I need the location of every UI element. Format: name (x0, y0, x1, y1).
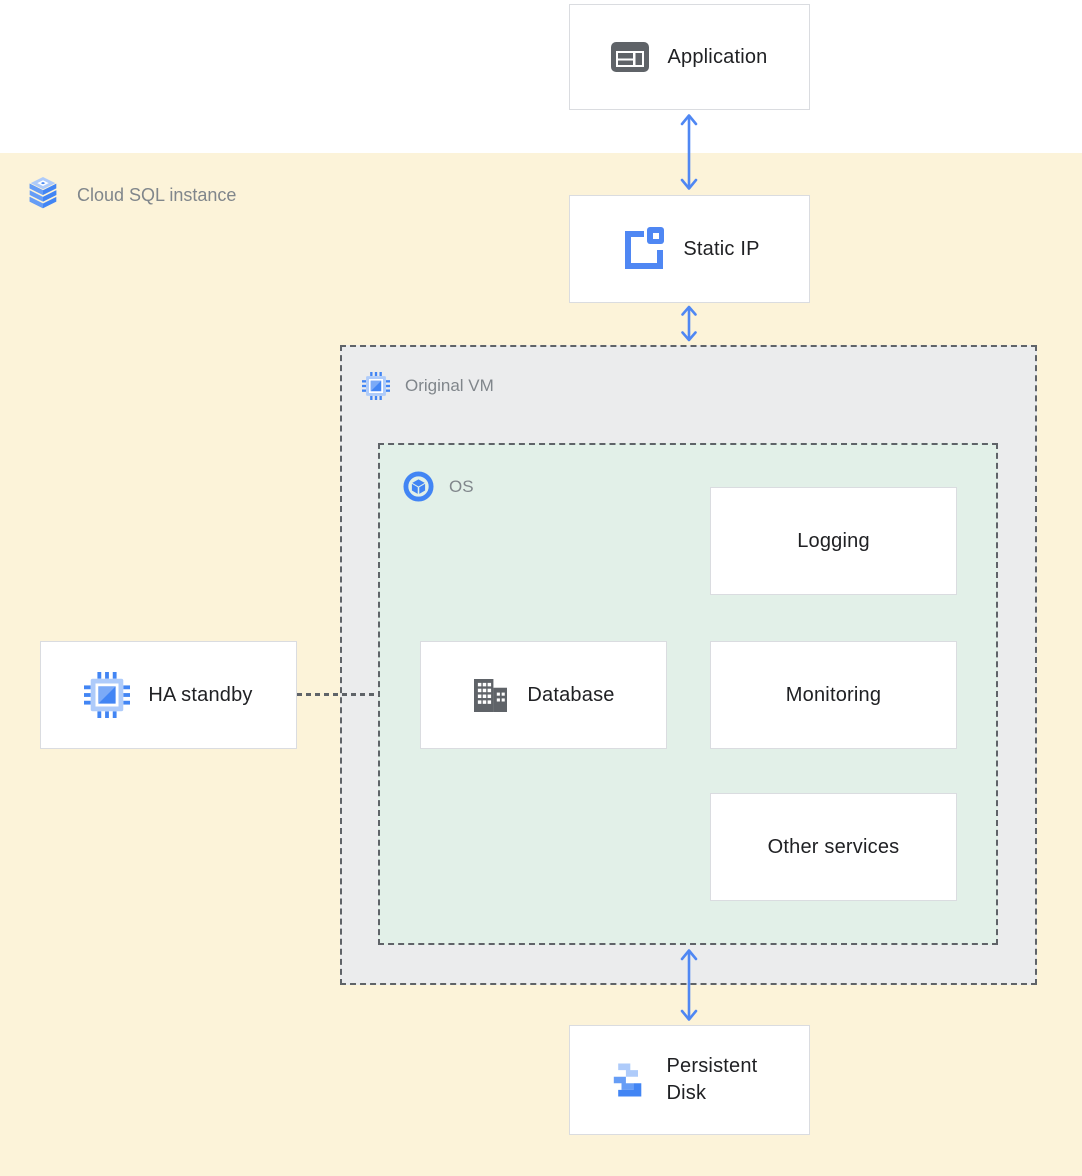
monitoring-label: Monitoring (785, 683, 882, 706)
database-building-icon (474, 678, 508, 712)
database-node: Database (420, 641, 667, 749)
persistent-disk-label: Persistent Disk (666, 1055, 758, 1104)
other-services-label: Other services (767, 835, 900, 858)
database-label: Database (527, 683, 615, 706)
os-label: OS (403, 471, 474, 502)
compute-engine-icon (362, 372, 390, 400)
application-node: Application (569, 4, 810, 110)
cloud-sql-icon (29, 176, 57, 209)
arrow-static-ip-original-vm (681, 305, 697, 342)
cloud-sql-zone-label: Cloud SQL instance (24, 176, 236, 214)
monitoring-node: Monitoring (710, 641, 957, 749)
connector-ha-standby-os (297, 693, 378, 696)
compute-engine-icon (84, 672, 131, 718)
ha-standby-label: HA standby (148, 683, 253, 706)
application-label: Application (667, 45, 768, 68)
os-text: OS (449, 476, 474, 496)
ha-standby-node: HA standby (40, 641, 297, 749)
original-vm-label: Original VM (362, 372, 494, 400)
static-ip-label: Static IP (683, 237, 760, 260)
static-ip-icon (625, 227, 665, 269)
other-services-node: Other services (710, 793, 957, 901)
logging-node: Logging (710, 487, 957, 595)
arrow-os-persistent-disk (680, 949, 698, 1021)
cloud-sql-zone-text: Cloud SQL instance (77, 184, 237, 205)
persistent-disk-icon (613, 1063, 641, 1097)
os-cube-icon (403, 471, 434, 502)
static-ip-node: Static IP (569, 195, 810, 303)
arrow-application-static-ip (680, 114, 698, 190)
logging-label: Logging (797, 529, 870, 552)
persistent-disk-node: Persistent Disk (569, 1025, 810, 1135)
app-window-icon (611, 42, 650, 72)
original-vm-text: Original VM (405, 376, 494, 395)
